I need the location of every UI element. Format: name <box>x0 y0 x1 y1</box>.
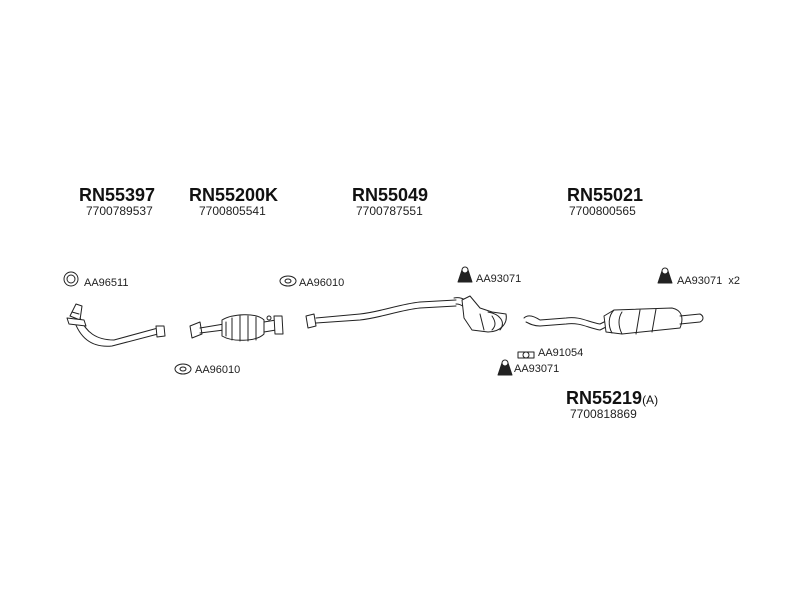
part-code-rn55200k: RN55200K <box>189 185 279 205</box>
oem-number-rn55200k: 7700805541 <box>199 204 266 218</box>
part-code-rn55021: RN55021 <box>567 185 644 205</box>
fitting-label-aa96010-lower: AA96010 <box>195 364 241 376</box>
oem-number-rn55397: 7700789537 <box>86 204 153 218</box>
part-code-rn55049: RN55049 <box>352 185 429 205</box>
intermediate-pipe-drawing <box>305 295 507 333</box>
fitting-label-aa93071-rear-qty: x2 <box>728 275 741 287</box>
rubber-hanger-icon-lower <box>497 359 513 376</box>
clamp-icon <box>517 351 535 359</box>
front-pipe-drawing <box>66 303 166 347</box>
part-code-rn55397: RN55397 <box>79 185 156 205</box>
ring-gasket-icon <box>63 271 79 287</box>
catalytic-converter-drawing <box>189 314 284 342</box>
rubber-hanger-icon-rear <box>657 267 673 284</box>
part-code-rn55219-code: RN55219 <box>566 388 643 408</box>
rear-silencer-drawing <box>523 307 704 335</box>
flange-gasket-icon-lower <box>174 363 192 375</box>
part-code-rn55219: RN55219(A) <box>566 388 658 409</box>
rubber-hanger-icon-middle <box>457 266 473 283</box>
oem-number-rn55219: 7700818869 <box>570 407 637 421</box>
fitting-label-aa93071-middle: AA93071 <box>476 273 522 285</box>
part-code-rn55219-suffix: (A) <box>642 393 659 407</box>
fitting-label-aa96511: AA96511 <box>84 277 129 289</box>
oem-number-rn55021: 7700800565 <box>569 204 636 218</box>
flange-gasket-icon-upper <box>279 275 297 287</box>
oem-number-rn55049: 7700787551 <box>356 204 423 218</box>
fitting-label-aa96010-upper: AA96010 <box>299 277 345 289</box>
fitting-label-aa93071-rear: AA93071 x2 <box>677 275 740 287</box>
fitting-label-aa91054: AA91054 <box>538 347 584 359</box>
fitting-label-aa93071-lower: AA93071 <box>514 363 560 375</box>
fitting-label-aa93071-rear-ref: AA93071 <box>677 275 723 287</box>
